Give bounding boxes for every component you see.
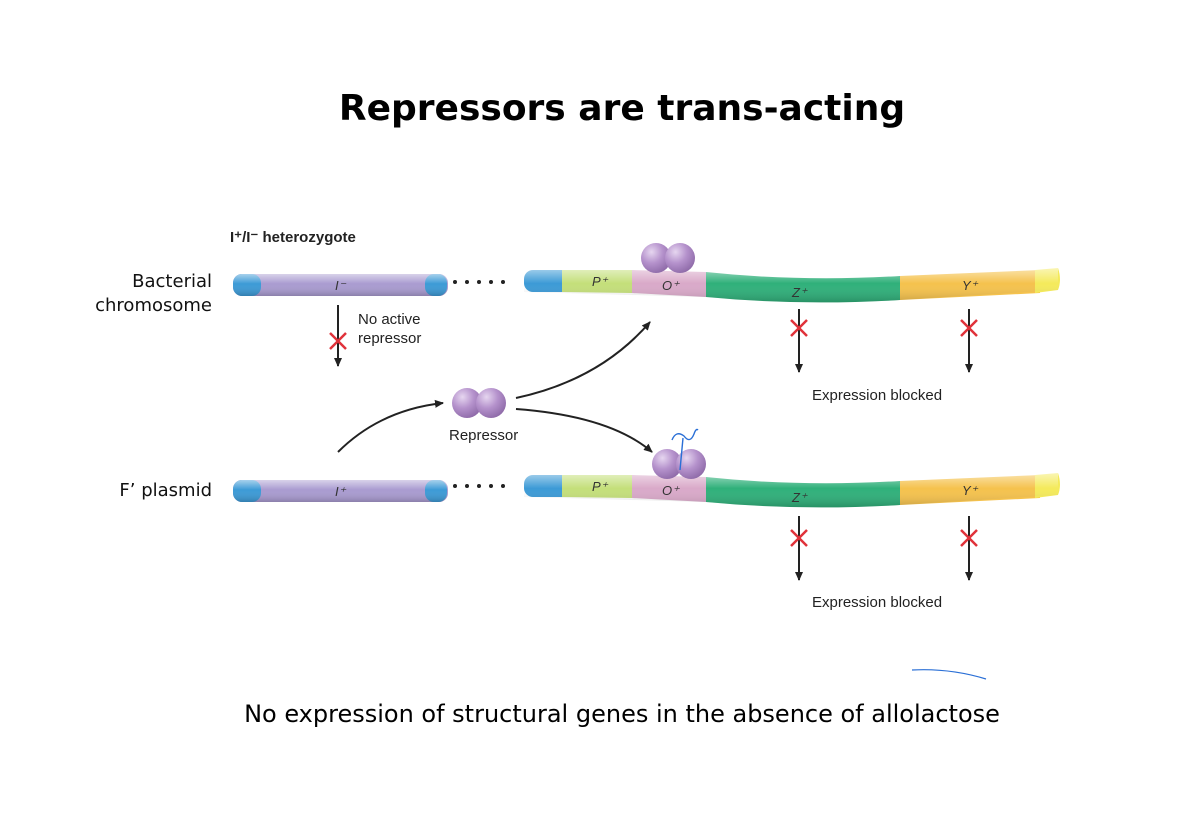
block-x-icon [960, 529, 978, 547]
plasmid-p-label: P⁺ [592, 479, 609, 494]
plasmid-o-label: O⁺ [662, 483, 680, 498]
slide-title: Repressors are trans-acting [338, 88, 906, 129]
chromosome-y-label: Y⁺ [962, 278, 979, 293]
arrow-to-repressor [337, 399, 444, 453]
repressor-label: Repressor [449, 427, 518, 444]
arrow-to-chromosome-operator [515, 321, 651, 399]
chromosome-operon: P⁺ O⁺ Z⁺ Y⁺ [524, 268, 1060, 303]
bacterial-chromosome-label-line1: Bacterial [132, 271, 212, 292]
chromosome-i-gene: I⁻ [233, 274, 448, 296]
footer-caption: No expression of structural genes in the… [244, 700, 1000, 728]
expression-blocked-top: Expression blocked [812, 387, 942, 404]
top-bound-repressor [641, 243, 695, 273]
chromosome-p-label: P⁺ [592, 274, 609, 289]
block-x-icon [790, 319, 808, 337]
plasmid-i-label: I⁺ [335, 484, 347, 499]
block-x-icon [960, 319, 978, 337]
top-z-block-arrow [790, 309, 808, 373]
no-active-line1: No active [358, 311, 421, 328]
genotype-label: I⁺/I⁻ heterozygote [230, 229, 356, 246]
plasmid-z-label: Z⁺ [791, 490, 808, 505]
block-x-icon [329, 332, 347, 350]
top-y-block-arrow [960, 309, 978, 373]
plasmid-dots [453, 484, 505, 488]
bottom-y-block-arrow [960, 516, 978, 581]
bacterial-chromosome-label: Bacterial chromosome [95, 270, 212, 318]
chromosome-i-label: I⁻ [335, 278, 347, 293]
chromosome-z-label: Z⁺ [791, 285, 808, 300]
no-active-repressor-arrow: No active repressor [329, 305, 421, 367]
plasmid-i-gene: I⁺ [233, 480, 448, 502]
bacterial-chromosome-label-line2: chromosome [95, 295, 212, 316]
block-x-icon [790, 529, 808, 547]
arrow-to-plasmid-operator [515, 408, 653, 453]
handwritten-mark [671, 428, 699, 471]
plasmid-y-label: Y⁺ [962, 483, 979, 498]
handwritten-stroke [911, 669, 987, 680]
expression-blocked-bottom: Expression blocked [812, 594, 942, 611]
bottom-z-block-arrow [790, 516, 808, 581]
bottom-bound-repressor [652, 449, 706, 479]
f-plasmid-label: F’ plasmid [119, 480, 212, 501]
free-repressor [452, 388, 506, 418]
chromosome-o-label: O⁺ [662, 278, 680, 293]
no-active-line2: repressor [358, 330, 421, 347]
plasmid-operon: P⁺ O⁺ Z⁺ Y⁺ [524, 473, 1060, 508]
chromosome-dots [453, 280, 505, 284]
